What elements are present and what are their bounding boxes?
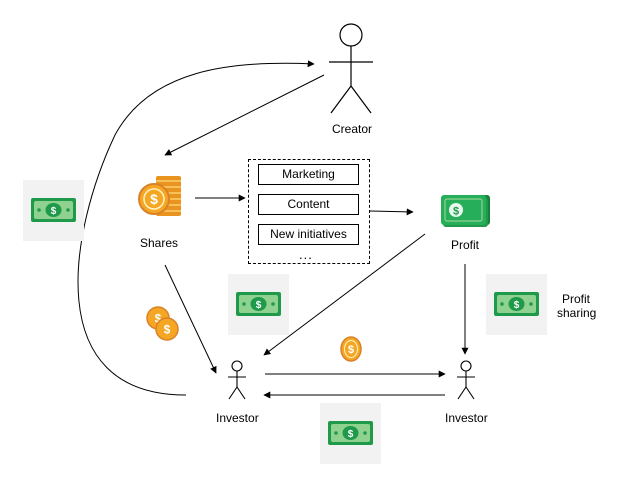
activity-content: Content [258,194,359,215]
svg-text:$: $ [514,300,520,311]
banknote-icon: $ [328,421,373,445]
gold-coin-icon: $ [340,336,362,362]
activity-new-initiatives: New initiatives [258,224,359,245]
banknote-icon: $ [31,198,76,222]
svg-text:$: $ [348,344,354,356]
investor-right-label: Investor [445,411,488,425]
banknote-icon: $ [236,292,281,316]
svg-text:$: $ [51,206,57,217]
arrow-activities-to-profit [369,208,414,216]
activities-group [248,159,370,264]
investor-right-actor-icon [457,360,475,400]
shares-label: Shares [140,236,179,250]
svg-text:$: $ [155,312,162,326]
svg-text:$: $ [150,191,158,207]
cash-tile-middle: $ [228,274,289,335]
arrow-profit-to-investor-left [263,233,426,356]
arrow-creator-to-shares [164,74,325,156]
svg-text:$: $ [256,300,262,311]
arrow-investor-to-creator [77,60,315,396]
profit-sharing-label-line1: Profit [562,292,591,306]
cash-tile-profit-sharing: $ [486,274,547,335]
cash-tile-left: $ [23,180,84,241]
creator-actor-icon [329,23,373,114]
money-stack-icon: $ [441,195,490,227]
investor-left-label: Investor [216,411,259,425]
svg-text:$: $ [164,323,171,337]
coin-stack-icon: $ [138,176,181,216]
coins-pair-icon: $ $ [146,306,179,341]
svg-text:$: $ [348,429,354,440]
arrow-shares-to-investor [164,264,217,374]
banknote-icon: $ [494,292,539,316]
activities-more: ... [299,247,313,262]
activity-marketing: Marketing [258,164,359,185]
creator-label: Creator [332,122,373,136]
cash-tile-bottom: $ [320,403,381,464]
svg-text:$: $ [453,206,459,218]
investor-left-actor-icon [228,360,246,400]
profit-label: Profit [451,238,480,252]
profit-sharing-label-line2: sharing [557,306,597,320]
